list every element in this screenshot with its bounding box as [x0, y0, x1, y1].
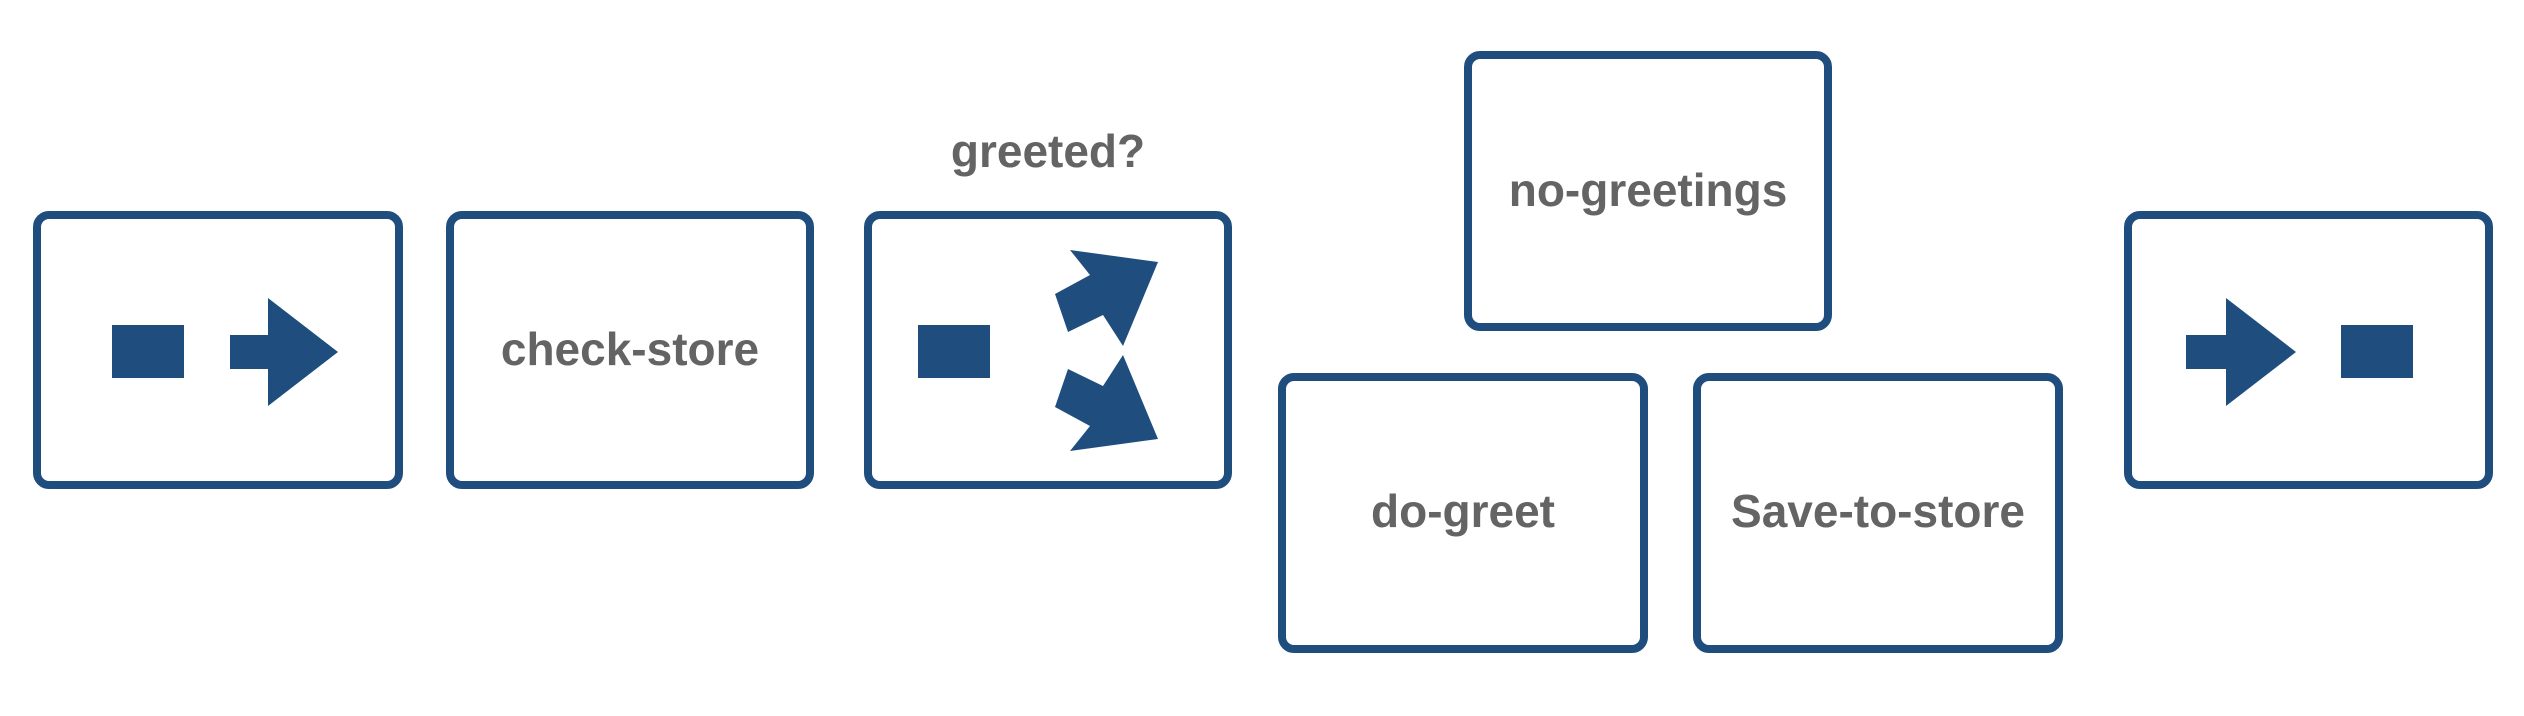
- decision-label: greeted?: [951, 125, 1145, 177]
- start-node-box: [33, 211, 403, 489]
- do-greet-node[interactable]: do-greet: [1278, 373, 1648, 653]
- no-greetings-label: no-greetings: [1509, 164, 1788, 216]
- no-greetings-node[interactable]: no-greetings: [1464, 51, 1832, 331]
- check-store-label: check-store: [501, 323, 759, 375]
- no-greetings-box: [1464, 51, 1832, 331]
- branch-arrows-icon: [1055, 250, 1158, 451]
- stop-square-icon: [2341, 325, 2413, 378]
- decision-node[interactable]: greeted?: [864, 125, 1232, 489]
- end-node[interactable]: [2124, 211, 2493, 489]
- branch-arrow-up-icon: [1055, 250, 1158, 346]
- do-greet-label: do-greet: [1371, 485, 1555, 537]
- branch-arrow-down-icon: [1055, 355, 1158, 451]
- arrow-right-icon: [2186, 298, 2296, 406]
- stop-square-icon: [918, 325, 990, 378]
- do-greet-box: [1278, 373, 1648, 653]
- save-to-store-node[interactable]: Save-to-store: [1693, 373, 2063, 653]
- start-node[interactable]: [33, 211, 403, 489]
- arrow-right-icon: [230, 298, 338, 406]
- stop-square-icon: [112, 325, 184, 378]
- save-to-store-box: [1693, 373, 2063, 653]
- end-node-box: [2124, 211, 2493, 489]
- save-to-store-label: Save-to-store: [1731, 485, 2025, 537]
- check-store-box: [446, 211, 814, 489]
- check-store-node[interactable]: check-store: [446, 211, 814, 489]
